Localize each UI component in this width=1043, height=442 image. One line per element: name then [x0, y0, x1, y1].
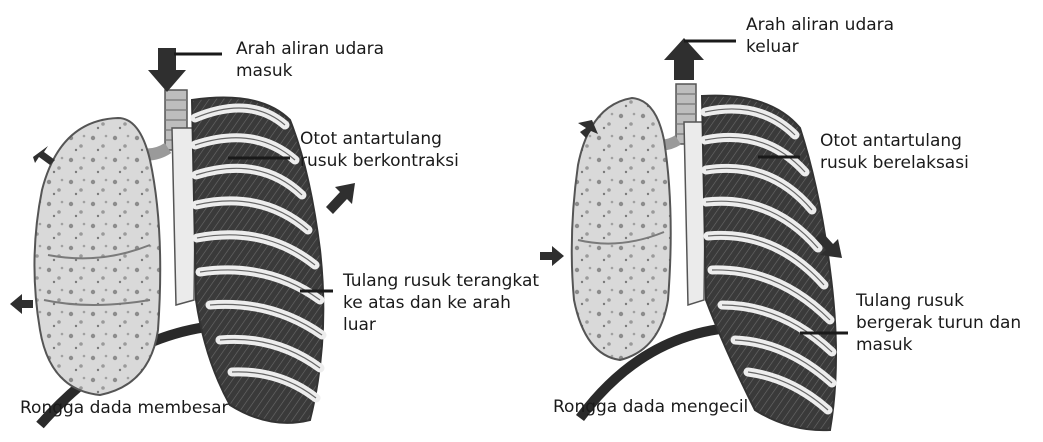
label-ribs-inhale: Tulang rusuk terangkat ke atas dan ke ar…: [343, 270, 539, 336]
label-airflow-exhale: Arah aliran udara keluar: [746, 14, 894, 58]
label-line: keluar: [746, 36, 894, 58]
label-line: masuk: [856, 334, 1021, 356]
label-muscle-inhale: Otot antartulang rusuk berkontraksi: [300, 128, 459, 172]
label-ribs-exhale: Tulang rusuk bergerak turun dan masuk: [856, 290, 1021, 356]
panel-inhale-artwork: [10, 48, 355, 425]
label-muscle-exhale: Otot antartulang rusuk berelaksasi: [820, 130, 969, 174]
label-line: Arah aliran udara: [236, 38, 384, 60]
expand-arrow-left-top-icon: [33, 146, 55, 165]
caption-exhale: Rongga dada mengecil: [553, 396, 748, 418]
caption-inhale: Rongga dada membesar: [20, 397, 229, 419]
panel-exhale-artwork: [540, 38, 848, 430]
label-line: ke atas dan ke arah: [343, 292, 539, 314]
label-line: rusuk berelaksasi: [820, 152, 969, 174]
label-line: masuk: [236, 60, 384, 82]
label-line: Tulang rusuk terangkat: [343, 270, 539, 292]
contract-arrow-lung-side-icon: [540, 246, 564, 266]
label-line: bergerak turun dan: [856, 312, 1021, 334]
expand-arrow-left-bottom-icon: [10, 294, 33, 314]
label-line: Otot antartulang: [300, 128, 459, 150]
lung-left-exhale: [572, 98, 671, 360]
label-line: Arah aliran udara: [746, 14, 894, 36]
expand-arrow-ribs-icon: [326, 183, 355, 214]
label-line: luar: [343, 314, 539, 336]
label-line: rusuk berkontraksi: [300, 150, 459, 172]
label-airflow-inhale: Arah aliran udara masuk: [236, 38, 384, 82]
airflow-up-arrow-icon: [664, 38, 704, 80]
label-line: Otot antartulang: [820, 130, 969, 152]
label-line: Tulang rusuk: [856, 290, 1021, 312]
